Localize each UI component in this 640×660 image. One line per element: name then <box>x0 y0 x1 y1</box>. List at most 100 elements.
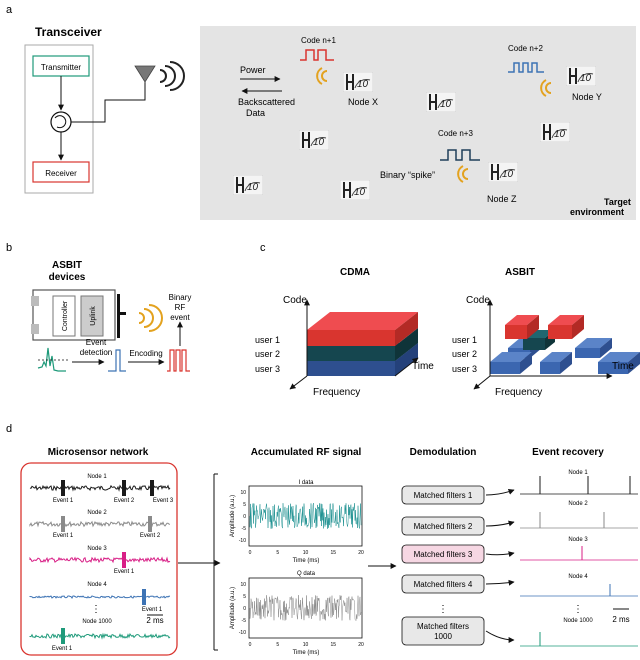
node-1-event-bar-2 <box>122 480 126 496</box>
y-tick--5: -5 <box>242 618 247 624</box>
x-tick-15: 15 <box>330 642 336 648</box>
node1-label: Node 1 <box>87 474 107 480</box>
node-3-event-bar-1 <box>122 552 126 568</box>
power-label: Power <box>240 65 266 75</box>
device-electrode <box>117 294 120 338</box>
microsensor-network-box <box>20 462 178 656</box>
matched-filter-1 <box>401 485 485 505</box>
recovery-node4-label: Node 4 <box>568 574 588 580</box>
node1-event2-label: Event 2 <box>114 498 135 504</box>
q-data-plot-frame <box>248 577 363 639</box>
asbit-frequency-axis <box>473 375 491 390</box>
transceiver-panel <box>20 24 192 216</box>
code-n1-label: Code n+1 <box>301 36 336 45</box>
antenna-icon <box>134 65 156 83</box>
recovery-scale-label: 2 ms <box>612 615 629 624</box>
backscattered-label-1: Backscattered <box>238 97 295 107</box>
x-tick-10: 10 <box>303 550 309 556</box>
cdma-block <box>307 312 418 376</box>
cdma-time-axis <box>394 357 419 377</box>
i-data-plot-frame <box>248 485 363 547</box>
node-5-trace <box>29 632 171 640</box>
event-detection-label-1: Event <box>86 338 107 347</box>
matched-filter-1000-label-1: Matched filters <box>417 622 469 631</box>
x-tick-0: 0 <box>249 550 252 556</box>
cdma-user1-label: user 1 <box>255 335 280 345</box>
node3-event1-label: Event 1 <box>114 569 135 575</box>
node-2-trace <box>29 520 171 528</box>
transceiver-box <box>24 44 94 194</box>
cdma-code-label: Code <box>283 295 307 306</box>
node-x-wave-icon <box>316 67 328 85</box>
matched-filter-1-label: Matched filters 1 <box>414 491 473 500</box>
recovery-traces <box>520 476 638 647</box>
node-5-event-bar-1 <box>61 628 65 644</box>
node1000-label: Node 1000 <box>82 619 112 625</box>
uplink-label: Uplink <box>90 306 97 326</box>
node1-event3-label: Event 3 <box>153 498 174 504</box>
q-data-y-label: Amplitude (a.u.) <box>230 587 236 629</box>
encoding-label: Encoding <box>129 349 162 358</box>
cdma-frequency-label: Frequency <box>313 387 360 398</box>
node-2-event-bar-1 <box>61 516 65 532</box>
i-data-noise-trace <box>249 503 362 529</box>
cdma-title: CDMA <box>340 267 370 278</box>
node2-label: Node 2 <box>87 510 107 516</box>
matched-filter-4 <box>401 574 485 594</box>
circulator-symbol <box>50 111 72 133</box>
node-x-label: Node X <box>348 97 378 107</box>
y-tick--10: -10 <box>239 630 246 636</box>
target-label-1: Target <box>604 197 631 207</box>
cdma-user3-label: user 3 <box>255 364 280 374</box>
q-data-noise-trace <box>249 595 362 622</box>
x-tick-10: 10 <box>303 642 309 648</box>
y-tick-10: 10 <box>240 582 246 588</box>
x-tick-5: 5 <box>276 550 279 556</box>
node-y-wave-icon <box>540 79 552 97</box>
asbit-user1-label: user 1 <box>452 335 477 345</box>
recovery-list-ellipsis: ⋮ <box>573 604 583 615</box>
i-data-title: I data <box>298 480 314 486</box>
i-data-x-label: Time (ms) <box>293 558 320 564</box>
filter4-output-arrow <box>485 579 515 586</box>
cdma-user2-label: user 2 <box>255 349 280 359</box>
matched-filter-2-label: Matched filters 2 <box>414 522 473 531</box>
asbit-devices-title-1: ASBIT <box>52 260 82 271</box>
demodulation-title: Demodulation <box>410 447 477 458</box>
i-data-y-label: Amplitude (a.u.) <box>230 495 236 537</box>
node-1-event-bar-1 <box>61 480 65 496</box>
backscattered-label-2: Data <box>246 108 265 118</box>
panel-label-d: d <box>6 423 12 435</box>
node2-event2-label: Event 2 <box>140 533 161 539</box>
q-data-title: Q data <box>297 571 316 577</box>
controller-block <box>52 295 76 337</box>
y-tick--10: -10 <box>239 538 246 544</box>
panel-label-c: c <box>260 242 266 254</box>
node1000-event1-label: Event 1 <box>52 646 73 652</box>
cdma-time-label: Time <box>412 361 434 372</box>
binary-rf-event-label-3: event <box>170 313 190 322</box>
asbit-user3-label: user 3 <box>452 364 477 374</box>
accumulated-rf-title: Accumulated RF signal <box>251 447 362 458</box>
node-3-trace <box>29 556 171 564</box>
node-1-event-bar-3 <box>150 480 154 496</box>
x-tick-20: 20 <box>358 642 364 648</box>
node-1-trace <box>29 484 171 492</box>
y-tick-5: 5 <box>243 594 246 600</box>
device-pad-top <box>31 296 39 306</box>
node-2-event-bar-2 <box>148 516 152 532</box>
code-n3-label: Code n+3 <box>438 129 473 138</box>
x-tick-0: 0 <box>249 642 252 648</box>
code-n2-waveform <box>508 62 544 73</box>
node-4-trace <box>29 595 171 599</box>
node-scale-label: 2 ms <box>146 616 163 625</box>
x-tick-20: 20 <box>358 550 364 556</box>
receiver-box <box>32 161 90 183</box>
asbit-code-label: Code <box>466 295 490 306</box>
antenna-feed-line <box>71 80 146 123</box>
asbit-frequency-label: Frequency <box>495 387 542 398</box>
node4-label: Node 4 <box>87 582 107 588</box>
node4-event1-label: Event 1 <box>142 607 163 613</box>
